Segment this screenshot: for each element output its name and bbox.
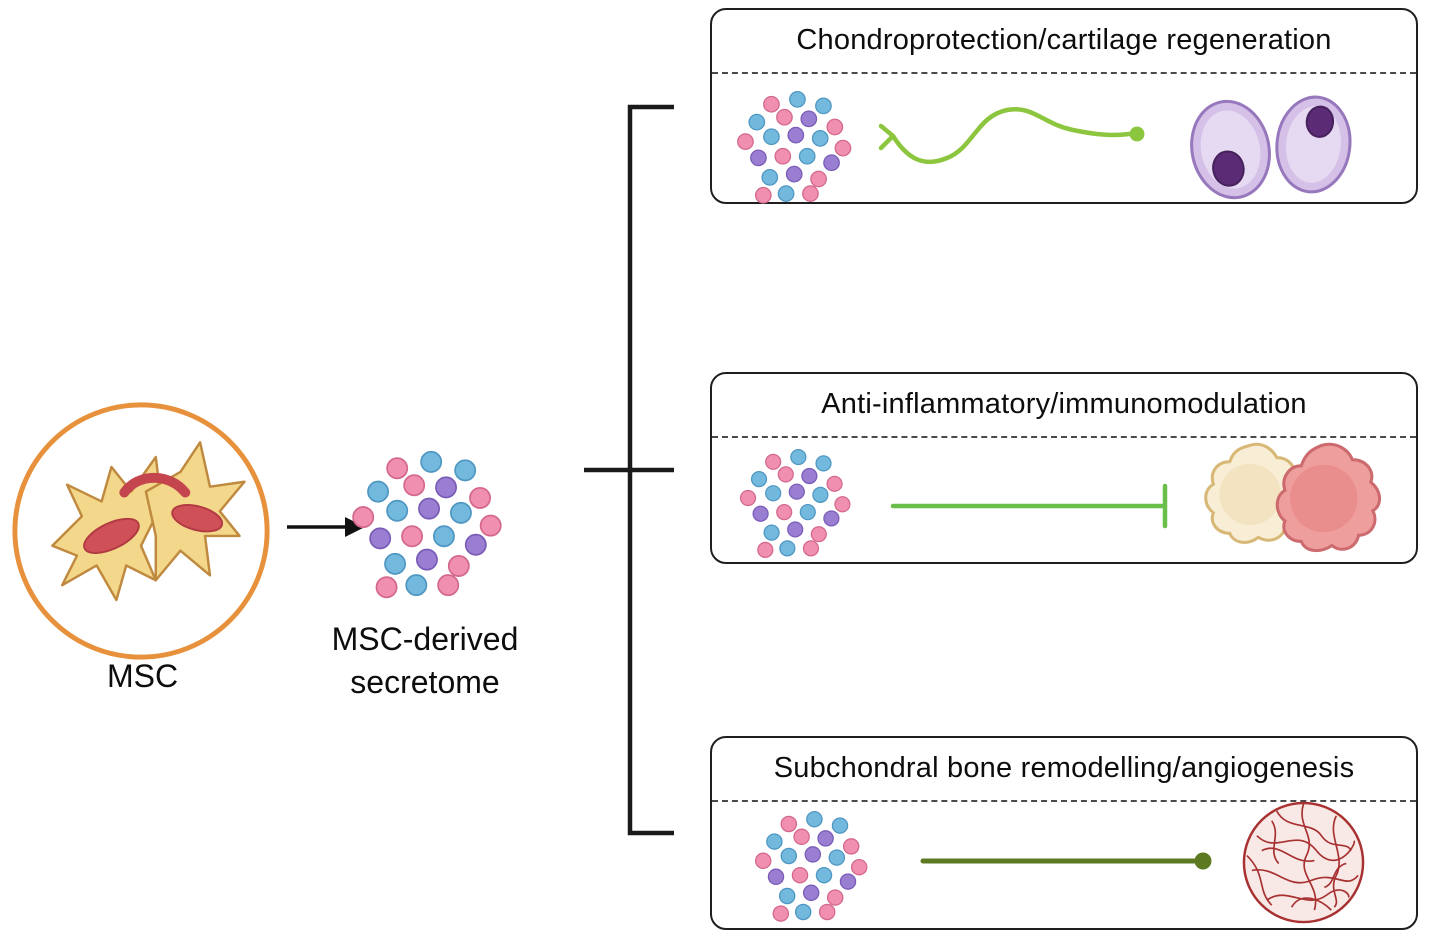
chondrocyte-cells-icon (1190, 95, 1352, 200)
squiggle-signal-arrow-icon (878, 106, 1145, 165)
dot-cluster-icon (754, 810, 868, 922)
secretome-label: MSC-derived secretome (295, 618, 555, 704)
vascularized-bone-sphere-icon (1242, 801, 1365, 924)
panel-anti-inflammatory: Anti-inflammatory/immunomodulation (710, 372, 1418, 564)
panel-title: Anti-inflammatory/immunomodulation (821, 388, 1307, 420)
msc-label: MSC (106, 658, 179, 694)
panel-subchondral-bone: Subchondral bone remodelling/angiogenesi… (710, 736, 1418, 930)
immune-cells-icon (1204, 442, 1382, 553)
mesenchymal-stem-cell-icon (12, 402, 270, 660)
secretome-dot-cluster-icon (352, 450, 502, 599)
dot-cluster-icon (739, 448, 851, 559)
dot-ended-arrow-icon (920, 852, 1212, 870)
secretome-label-line1: MSC-derived (331, 621, 519, 657)
dashed-divider (712, 72, 1416, 74)
panel-title: Subchondral bone remodelling/angiogenesi… (773, 752, 1355, 784)
right-arrow-icon (287, 517, 365, 537)
dot-cluster-icon (737, 91, 852, 204)
secretome-label-line2: secretome (350, 664, 500, 701)
dashed-divider (712, 436, 1416, 438)
dashed-divider (712, 800, 1416, 802)
panel-chondroprotection: Chondroprotection/cartilage regeneration (710, 8, 1418, 204)
inhibition-bar-arrow-icon (890, 483, 1168, 529)
panel-title: Chondroprotection/cartilage regeneration (796, 24, 1332, 56)
